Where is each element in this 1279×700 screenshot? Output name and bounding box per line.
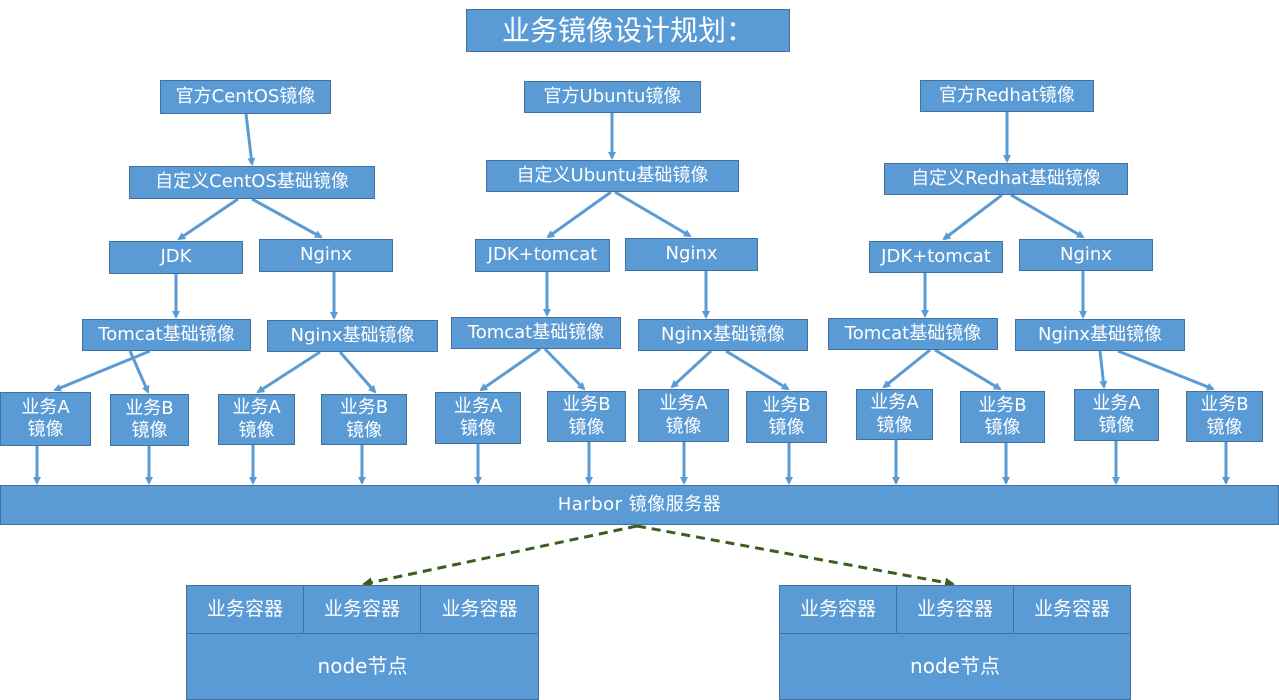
custom-centos-base-image: 自定义CentOS基础镜像 [129,166,375,199]
ubuntu-nginx-base-image: Nginx基础镜像 [638,319,808,351]
redhat-nginx-base-image: Nginx基础镜像 [1015,319,1185,351]
centos-app-a-tomcat-image: 业务A 镜像 [0,392,91,446]
centos-jdk-component: JDK [109,241,243,274]
centos-tomcat-base-image: Tomcat基础镜像 [82,319,251,351]
node-2-container-1: 业务容器 [779,585,897,634]
centos-app-b-tomcat-image: 业务B 镜像 [110,394,189,446]
pull-dashed-arrow [636,524,955,588]
node-2: node节点 [779,633,1131,700]
redhat-app-b-nginx-image: 业务B 镜像 [1186,391,1263,442]
connector-arrow [934,348,1002,391]
harbor-registry: Harbor 镜像服务器 [0,485,1279,525]
centos-app-b-nginx-image: 业务B 镜像 [321,394,407,445]
ubuntu-app-b-tomcat-image: 业务B 镜像 [547,391,626,442]
node-1-container-1: 业务容器 [186,585,304,634]
redhat-app-a-tomcat-image: 业务A 镜像 [856,389,933,440]
ubuntu-app-a-tomcat-image: 业务A 镜像 [435,392,521,444]
custom-redhat-base-image: 自定义Redhat基础镜像 [884,163,1128,195]
redhat-app-b-tomcat-image: 业务B 镜像 [960,391,1045,443]
page-title: 业务镜像设计规划： [466,9,790,52]
official-ubuntu-image: 官方Ubuntu镜像 [524,81,701,113]
connector-arrow [256,350,321,394]
centos-nginx-base-image: Nginx基础镜像 [267,320,438,352]
node-1-container-3: 业务容器 [420,585,539,634]
redhat-jdk-tomcat-component: JDK+tomcat [869,241,1003,273]
connector-arrow [177,197,239,241]
connector-arrow [1117,349,1215,391]
connector-arrow [479,347,541,392]
connector-arrow [670,349,713,389]
connector-arrow [942,193,1003,241]
redhat-tomcat-base-image: Tomcat基础镜像 [828,318,998,350]
ubuntu-app-b-nginx-image: 业务B 镜像 [746,391,827,443]
redhat-app-a-nginx-image: 业务A 镜像 [1074,389,1159,441]
connector-arrow [251,197,323,239]
official-centos-image: 官方CentOS镜像 [160,80,331,114]
node-2-container-2: 业务容器 [896,585,1014,634]
official-redhat-image: 官方Redhat镜像 [920,80,1094,112]
ubuntu-app-a-nginx-image: 业务A 镜像 [638,389,729,442]
connector-arrow [244,113,256,166]
ubuntu-tomcat-base-image: Tomcat基础镜像 [451,317,621,349]
connector-arrow [614,190,692,238]
connector-arrow [882,348,931,389]
node-1: node节点 [186,633,539,700]
node-2-container-3: 业务容器 [1013,585,1131,634]
centos-nginx-component: Nginx [259,239,393,272]
connector-arrow [543,347,586,391]
node-1-container-2: 业务容器 [303,585,421,634]
connector-arrow [725,349,790,391]
pull-dashed-arrow [362,524,638,588]
connector-arrow [546,190,612,239]
ubuntu-jdk-tomcat-component: JDK+tomcat [475,239,610,272]
custom-ubuntu-base-image: 自定义Ubuntu基础镜像 [486,160,739,192]
redhat-nginx-component: Nginx [1019,239,1153,271]
connector-arrow [1098,350,1108,389]
connector-arrow [1010,193,1085,239]
connector-arrow [338,351,377,394]
centos-app-a-nginx-image: 业务A 镜像 [218,394,295,445]
ubuntu-nginx-component: Nginx [625,238,758,271]
connector-arrow [53,349,151,392]
connector-arrow [128,350,150,394]
